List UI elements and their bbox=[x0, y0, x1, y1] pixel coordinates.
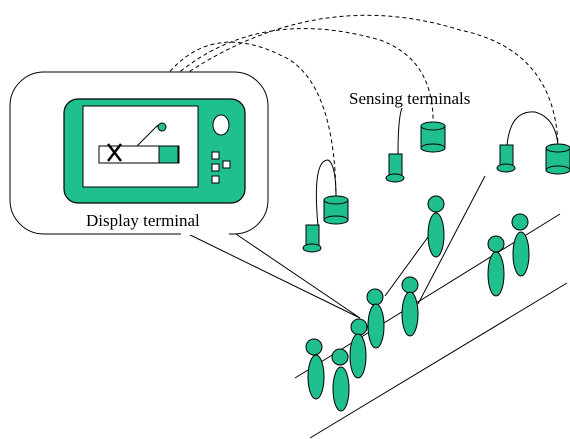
wall-line-2 bbox=[417, 175, 486, 305]
device-key-3[interactable] bbox=[211, 163, 220, 172]
person-icon bbox=[401, 276, 419, 337]
display-terminal bbox=[63, 98, 246, 204]
person-icon bbox=[427, 195, 445, 258]
display-terminal-label: Display terminal bbox=[86, 211, 200, 230]
person-icon bbox=[366, 288, 385, 349]
sensor-cylinder-far bbox=[545, 143, 570, 175]
wireless-links bbox=[149, 14, 559, 199]
wireless-link-mid bbox=[149, 28, 434, 127]
device-key-1[interactable] bbox=[211, 151, 220, 160]
x-mark-icon bbox=[107, 143, 122, 162]
sensing-terminals bbox=[302, 107, 570, 253]
person-icon bbox=[511, 213, 530, 277]
wall-line-1 bbox=[384, 225, 437, 297]
person-icon bbox=[487, 235, 505, 297]
screen-sensor-block bbox=[158, 145, 179, 164]
device-round-button[interactable] bbox=[212, 114, 230, 136]
person-icon bbox=[305, 338, 325, 400]
floor-line-lower bbox=[309, 282, 568, 439]
device-key-2[interactable] bbox=[222, 160, 231, 169]
sensor-cylinder-near bbox=[323, 195, 349, 225]
sensor-icon bbox=[496, 111, 559, 173]
person-icon bbox=[331, 348, 350, 412]
sensing-terminals-label: Sensing terminals bbox=[349, 89, 471, 108]
person-icon bbox=[349, 318, 368, 379]
screen-link-line bbox=[136, 124, 159, 147]
callout-pointer bbox=[179, 229, 361, 319]
sensor-icon bbox=[302, 159, 337, 253]
sensor-cylinder-mid bbox=[420, 121, 446, 153]
screen-sensor-dot bbox=[157, 122, 167, 132]
wireless-link-far bbox=[149, 14, 559, 147]
people bbox=[305, 195, 530, 412]
sensor-icon bbox=[385, 107, 405, 183]
device-key-4[interactable] bbox=[211, 175, 220, 184]
